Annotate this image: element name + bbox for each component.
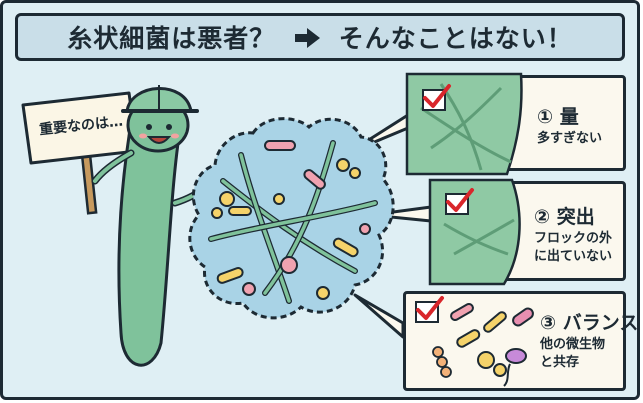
panel-protrusion-art <box>428 178 521 286</box>
title: 糸状細菌は悪者？ そんなことはない！ <box>67 19 572 55</box>
panel-protrusion-text-1: フロックの外 <box>534 231 613 246</box>
panel-balance-text-2: と共存 <box>540 355 580 370</box>
check-icon <box>423 84 451 108</box>
title-banner: 糸状細菌は悪者？ そんなことはない！ <box>15 13 625 61</box>
floc-cluster <box>188 117 395 320</box>
panel-amount-title: ① 量 <box>537 106 579 128</box>
panel-balance: ③ バランス 他の微生物 と共存 <box>403 291 638 391</box>
panel-amount-art <box>405 72 523 176</box>
title-answer: そんなことはない！ <box>338 24 573 53</box>
callout-tail-3 <box>353 293 405 339</box>
panel-protrusion-title: ② 突出 <box>534 206 595 228</box>
arrow-right-icon <box>293 26 321 55</box>
title-question: 糸状細菌は悪者？ <box>67 24 276 53</box>
panel-amount: ① 量 多すぎない <box>405 72 626 176</box>
panel-amount-text: 多すぎない <box>537 131 603 146</box>
illustration <box>21 85 433 367</box>
check-icon <box>446 188 474 212</box>
panel-balance-title: ③ バランス <box>540 312 639 334</box>
panel-protrusion: ② 突出 フロックの外 に出ていない <box>428 178 626 286</box>
check-icon <box>416 296 444 320</box>
panel-balance-text-1: 他の微生物 <box>540 337 606 352</box>
panel-balance-art <box>415 296 534 387</box>
bacterium-character <box>91 85 213 367</box>
panel-protrusion-text-2: に出ていない <box>534 249 613 264</box>
